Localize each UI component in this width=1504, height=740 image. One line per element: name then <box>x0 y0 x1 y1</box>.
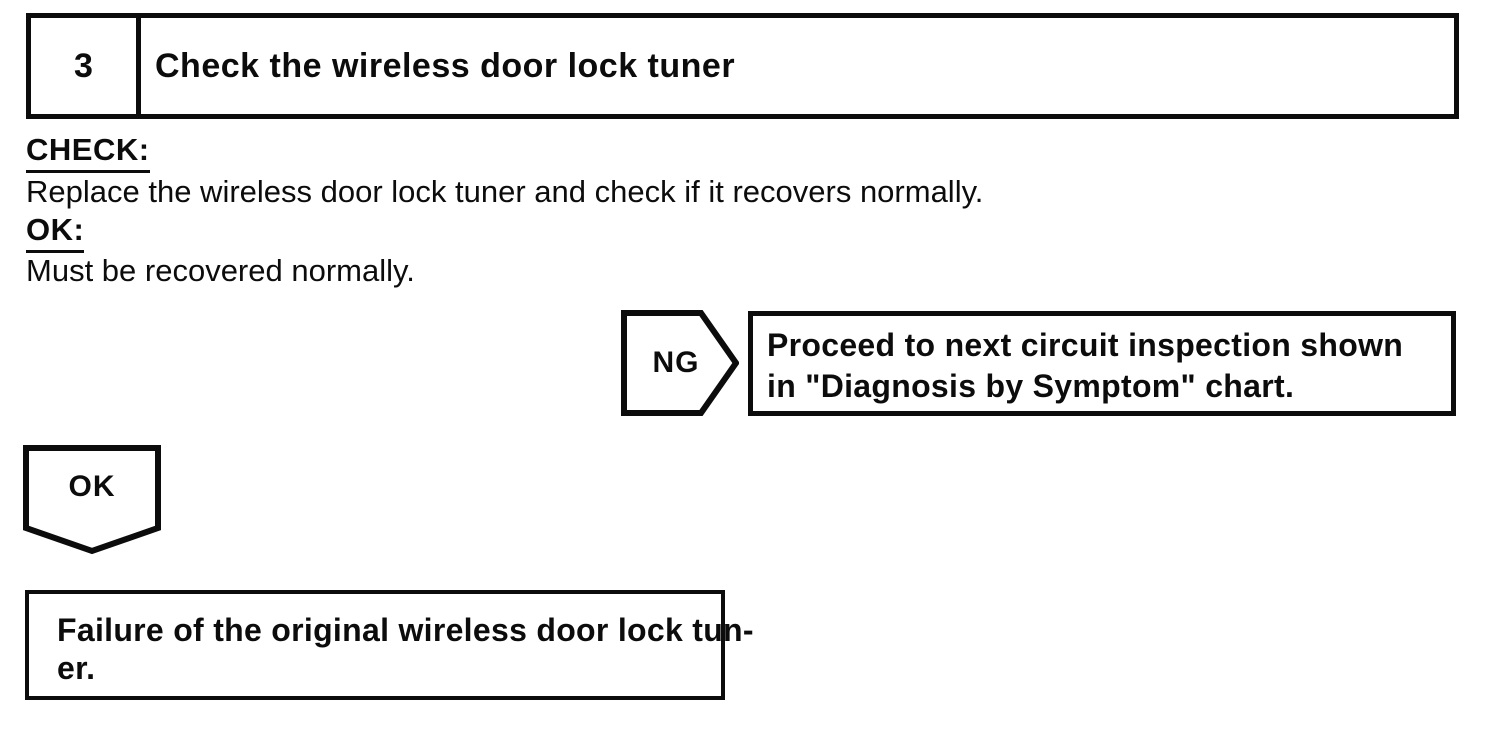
ng-connector-label: NG <box>652 346 700 379</box>
ok-connector-label: OK <box>68 469 116 503</box>
ok-arrow-down-shape <box>23 445 161 555</box>
ok-label: OK: <box>26 212 85 253</box>
ok-result-box: Failure of the original wireless door lo… <box>25 590 754 700</box>
ng-result-line2: in "Diagnosis by Symptom" chart. <box>767 368 1295 404</box>
ng-arrow-right-shape <box>621 310 739 416</box>
check-instruction-text: Replace the wireless door lock tuner and… <box>26 174 984 209</box>
ng-connector: NG <box>621 310 739 416</box>
ok-result-line1: Failure of the original wireless door lo… <box>57 612 754 648</box>
step-title: Check the wireless door lock tuner <box>155 46 736 85</box>
check-section-label-wrap: CHECK: <box>26 132 150 173</box>
ok-result-line2: er. <box>57 650 96 686</box>
ng-result-box: Proceed to next circuit inspection shown… <box>748 311 1456 416</box>
ok-condition-text: Must be recovered normally. <box>26 253 415 288</box>
step-number: 3 <box>31 18 141 114</box>
step-header: 3 Check the wireless door lock tuner <box>26 13 1459 119</box>
ok-connector: OK <box>23 445 161 555</box>
check-label: CHECK: <box>26 132 150 173</box>
ok-section-label-wrap: OK: <box>26 212 85 253</box>
ng-result-line1: Proceed to next circuit inspection shown <box>767 327 1404 363</box>
